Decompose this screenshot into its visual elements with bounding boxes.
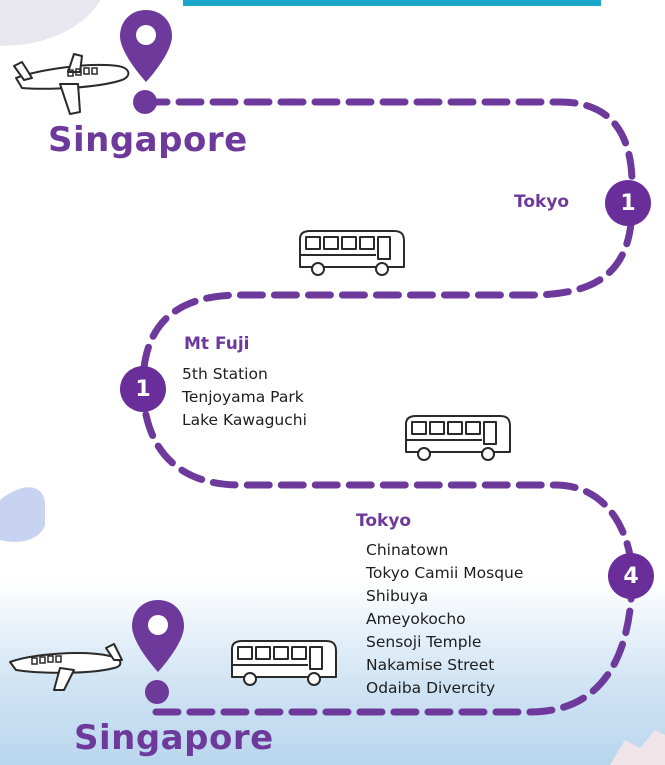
map-pin-icon xyxy=(132,600,184,672)
stop-title: Tokyo xyxy=(356,511,412,531)
place-item: Shibuya xyxy=(366,587,429,605)
place-item: Chinatown xyxy=(366,541,449,559)
airplane-icon xyxy=(9,643,123,691)
place-item: Tenjoyama Park xyxy=(182,388,304,406)
stop-badge: 4 xyxy=(608,553,654,599)
top-left-cloud-shape xyxy=(0,0,100,46)
end-city-label: Singapore xyxy=(74,718,274,758)
place-item: Tokyo Camii Mosque xyxy=(366,564,524,582)
place-item: 5th Station xyxy=(182,365,268,383)
stop-badge: 1 xyxy=(120,366,166,412)
bus-icon xyxy=(405,415,511,461)
place-item: Ameyokocho xyxy=(366,610,466,628)
left-blob-shape xyxy=(0,487,45,542)
stop-title: Mt Fuji xyxy=(184,334,250,354)
stop-badge: 1 xyxy=(605,180,651,226)
start-city-label: Singapore xyxy=(48,120,248,160)
place-item: Sensoji Temple xyxy=(366,633,482,651)
airplane-icon xyxy=(13,53,130,115)
place-item: Lake Kawaguchi xyxy=(182,411,307,429)
map-pin-icon xyxy=(120,10,172,82)
top-banner-bar xyxy=(183,0,601,6)
end-point xyxy=(145,680,169,704)
stop-title: Tokyo xyxy=(514,192,570,212)
place-item: Nakamise Street xyxy=(366,656,495,674)
start-point xyxy=(133,90,157,114)
bus-icon xyxy=(299,230,405,276)
bus-icon xyxy=(231,640,337,686)
place-item: Odaiba Divercity xyxy=(366,679,496,697)
blossom-branch xyxy=(610,730,665,765)
